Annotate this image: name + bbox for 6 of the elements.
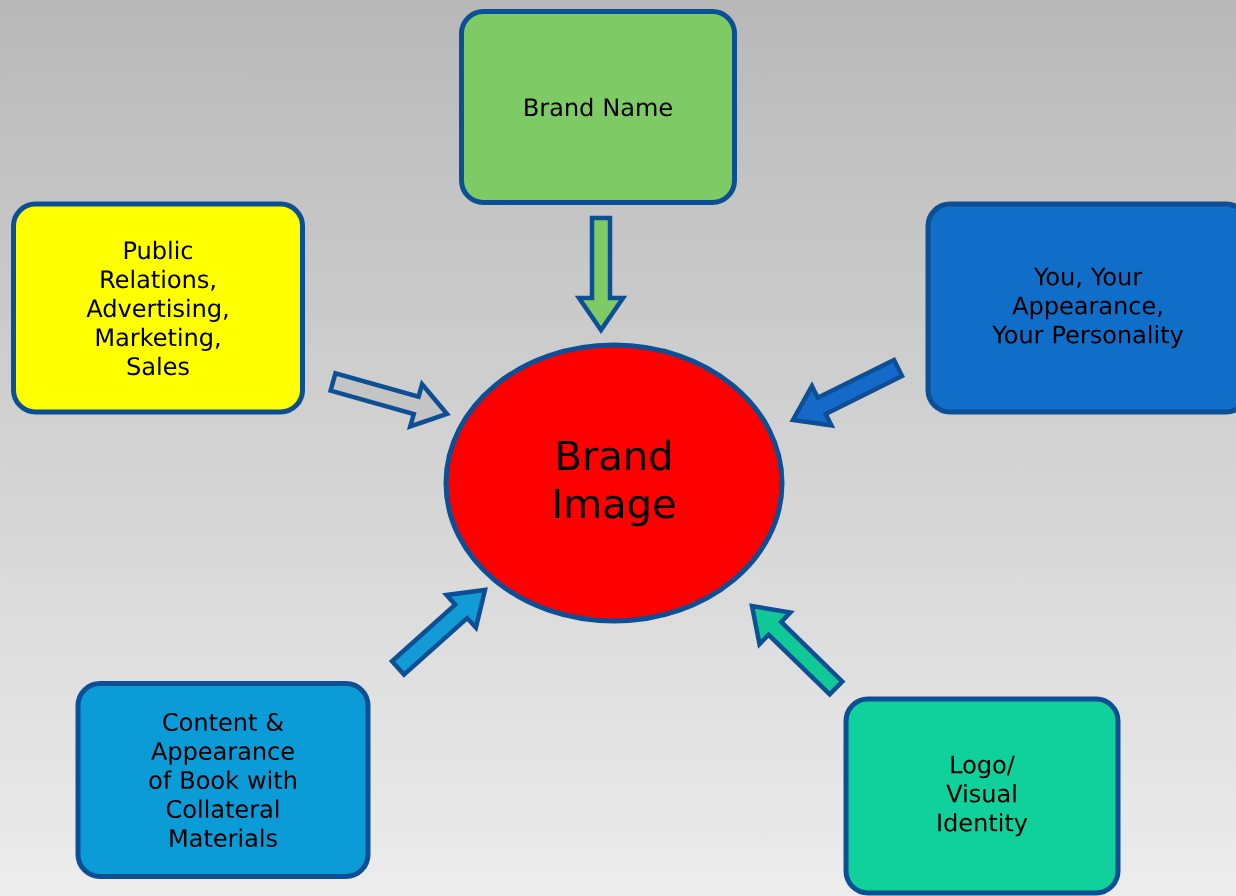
concept-box: Logo/ Visual Identity: [843, 696, 1121, 896]
concept-box: Content & Appearance of Book with Collateral Materials: [75, 681, 371, 879]
concept-box: Public Relations, Advertising, Marketing, Sales: [11, 201, 305, 415]
concept-box: You, Your Appearance, Your Personality: [925, 201, 1236, 415]
concept-box: Brand Name: [459, 9, 737, 205]
block-arrow: [574, 215, 628, 334]
